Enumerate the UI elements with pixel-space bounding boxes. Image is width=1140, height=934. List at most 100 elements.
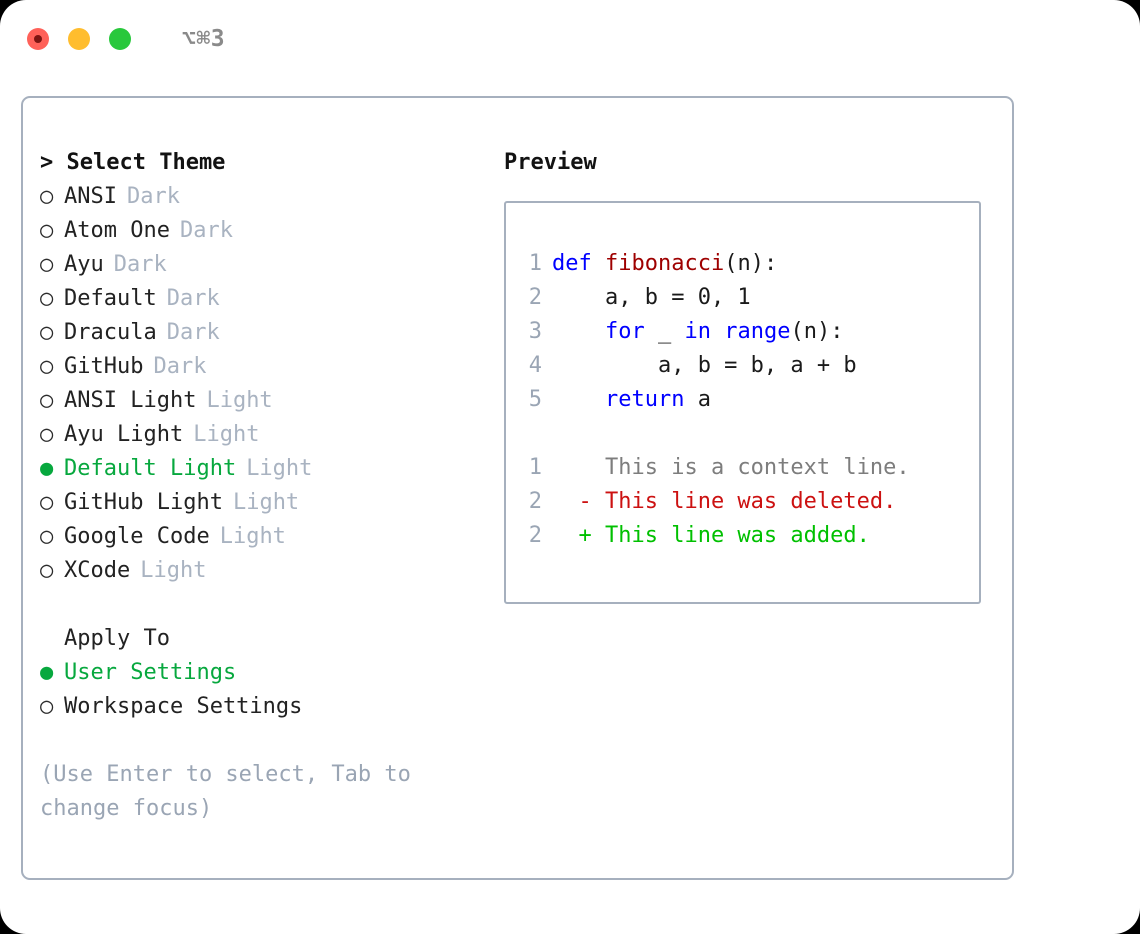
keyboard-hint-text: (Use Enter to select, Tab to change focu… [40,762,411,821]
diff-line-text: This is a context line. [604,455,910,480]
diff-line: 2 + This line was added. [518,519,979,553]
apply-to-option[interactable]: ● User Settings [40,656,493,690]
minimize-window-button[interactable] [68,28,90,50]
code-line-number: 3 [528,319,542,344]
window-controls [27,28,131,50]
code-token: (n): [790,319,844,344]
theme-option-label: Default [64,286,157,311]
radio-unselected-icon: ○ [40,252,54,277]
list-spacer [40,588,493,622]
radio-unselected-icon: ○ [40,388,54,413]
radio-unselected-icon: ○ [40,320,54,345]
apply-to-header: Apply To [64,626,170,651]
diff-line-number: 1 [528,455,542,480]
code-token [592,251,605,276]
diff-line-text: This line was added. [604,523,870,548]
apply-to-list[interactable]: ● User Settings ○ Workspace Settings [40,656,493,724]
code-token: fibonacci [605,251,725,276]
theme-option-variant-tag: Dark [166,286,220,311]
code-line-number: 5 [528,387,542,412]
theme-option-label: Google Code [64,524,210,549]
theme-option-variant-tag: Dark [166,320,220,345]
theme-option-variant-tag: Dark [126,184,180,209]
theme-option[interactable]: ○ GitHub Dark [40,350,493,384]
code-token [552,319,605,344]
theme-option-variant-tag: Dark [153,354,207,379]
code-line: 2 a, b = 0, 1 [518,281,979,315]
code-token: range [724,319,791,344]
radio-unselected-icon: ○ [40,694,54,719]
theme-option-label: Dracula [64,320,157,345]
apply-to-option-label: Workspace Settings [64,694,303,719]
close-window-button[interactable] [27,28,49,50]
diff-marker: - [552,489,605,514]
radio-unselected-icon: ○ [40,422,54,447]
theme-option-variant-tag: Light [206,388,273,413]
code-token: a, b = b, a + b [552,353,857,378]
diff-line-number: 2 [528,523,542,548]
code-line-number: 1 [528,251,542,276]
radio-unselected-icon: ○ [40,354,54,379]
radio-unselected-icon: ○ [40,490,54,515]
theme-option-variant-tag: Light [140,558,207,583]
theme-option-label: Ayu Light [64,422,184,447]
theme-option[interactable]: ○ XCode Light [40,554,493,588]
code-line-text: def fibonacci(n): [552,247,777,281]
radio-unselected-icon: ○ [40,524,54,549]
apply-to-option-label: User Settings [64,660,237,685]
code-line-text: return a [552,383,711,417]
code-line: 3 for _ in range(n): [518,315,979,349]
theme-option[interactable]: ○ ANSI Light Light [40,384,493,418]
theme-option-label: Atom One [64,218,170,243]
code-line-text: a, b = 0, 1 [552,281,751,315]
radio-selected-icon: ● [40,456,54,481]
theme-option-label: ANSI Light [64,388,197,413]
theme-option[interactable]: ○ GitHub Light Light [40,486,493,520]
theme-option-variant-tag: Light [246,456,313,481]
diff-marker: + [552,523,605,548]
theme-option-variant-tag: Dark [179,218,233,243]
select-theme-header: > Select Theme [40,150,226,175]
code-line-text: for _ in range(n): [552,315,843,349]
code-token [552,387,605,412]
code-line: 4 a, b = b, a + b [518,349,979,383]
diff-line: 2 - This line was deleted. [518,485,979,519]
radio-unselected-icon: ○ [40,558,54,583]
code-token: def [552,251,592,276]
theme-option-variant-tag: Light [219,524,286,549]
theme-option-variant-tag: Dark [113,252,167,277]
preview-header: Preview [504,150,597,175]
code-token: _ [644,319,685,344]
diff-line: 1 This is a context line. [518,451,979,485]
theme-option-label: GitHub [64,354,144,379]
keyboard-shortcut-label: ⌥⌘3 [182,26,226,52]
code-token: for [604,319,645,344]
code-token [711,319,724,344]
theme-option-label: XCode [64,558,131,583]
code-line-text: a, b = b, a + b [552,349,857,383]
code-token: in [684,319,711,344]
diff-line-text: This line was deleted. [604,489,897,514]
maximize-window-button[interactable] [109,28,131,50]
diff-sample: 1 This is a context line.2 - This line w… [518,451,979,553]
apply-to-option[interactable]: ○ Workspace Settings [40,690,493,724]
radio-selected-icon: ● [40,660,54,685]
theme-option-label: GitHub Light [64,490,223,515]
theme-option-variant-tag: Light [232,490,300,515]
radio-unselected-icon: ○ [40,184,54,209]
theme-option[interactable]: ○ Google Code Light [40,520,493,554]
theme-option[interactable]: ○ Dracula Dark [40,316,493,350]
